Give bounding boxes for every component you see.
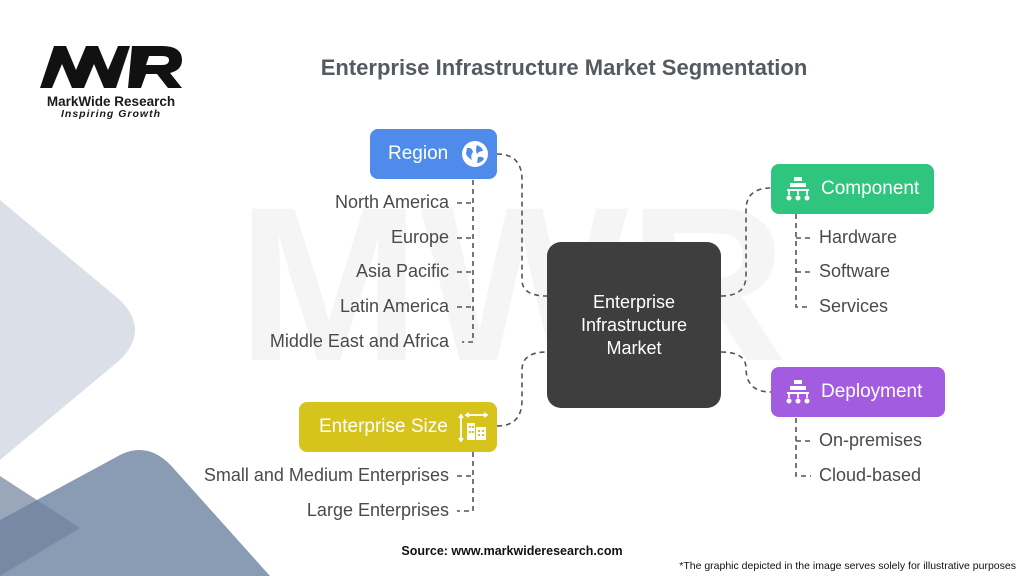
region-item: Asia Pacific — [355, 261, 449, 281]
brand-name: MarkWide Research — [46, 94, 176, 109]
segment-component: Component — [771, 164, 934, 214]
enterprise-size-item: Large Enterprises — [306, 500, 449, 520]
component-item: Hardware — [819, 227, 898, 247]
network-icon — [785, 176, 811, 202]
brand-tagline: Inspiring Growth — [61, 108, 161, 120]
mwr-logo-mark — [40, 46, 182, 88]
deployment-item: Cloud-based — [819, 465, 922, 485]
component-item: Services — [819, 296, 889, 316]
segment-component-label: Component — [821, 178, 920, 199]
disclaimer-note: *The graphic depicted in the image serve… — [679, 560, 1016, 572]
page-title: Enterprise Infrastructure Market Segment… — [320, 55, 808, 80]
region-item: Middle East and Africa — [269, 331, 449, 351]
region-item: Latin America — [339, 296, 449, 316]
segment-deployment-label: Deployment — [821, 381, 923, 402]
deployment-item: On-premises — [819, 430, 923, 450]
center-line-3: Market — [606, 337, 662, 358]
globe-icon — [460, 139, 490, 169]
center-line-2: Infrastructure — [580, 314, 688, 335]
connector-lines — [457, 153, 811, 512]
center-node: Enterprise Infrastructure Market — [547, 242, 721, 408]
component-item: Software — [819, 261, 891, 281]
buildings-icon — [458, 412, 488, 442]
enterprise-size-item: Small and Medium Enterprises — [203, 465, 449, 485]
segment-region: Region — [370, 129, 497, 179]
source-credit: Source: www.markwideresearch.com — [401, 544, 623, 558]
center-line-1: Enterprise — [592, 291, 676, 312]
brand-logo: MarkWide Research Inspiring Growth — [36, 40, 186, 120]
segment-region-label: Region — [388, 143, 449, 164]
region-item: North America — [334, 192, 449, 212]
segment-deployment: Deployment — [771, 367, 945, 417]
region-item: Europe — [390, 227, 449, 247]
network-icon — [785, 379, 811, 405]
segment-enterprise-size-label: Enterprise Size — [319, 416, 448, 437]
segment-enterprise-size: Enterprise Size — [299, 402, 497, 452]
